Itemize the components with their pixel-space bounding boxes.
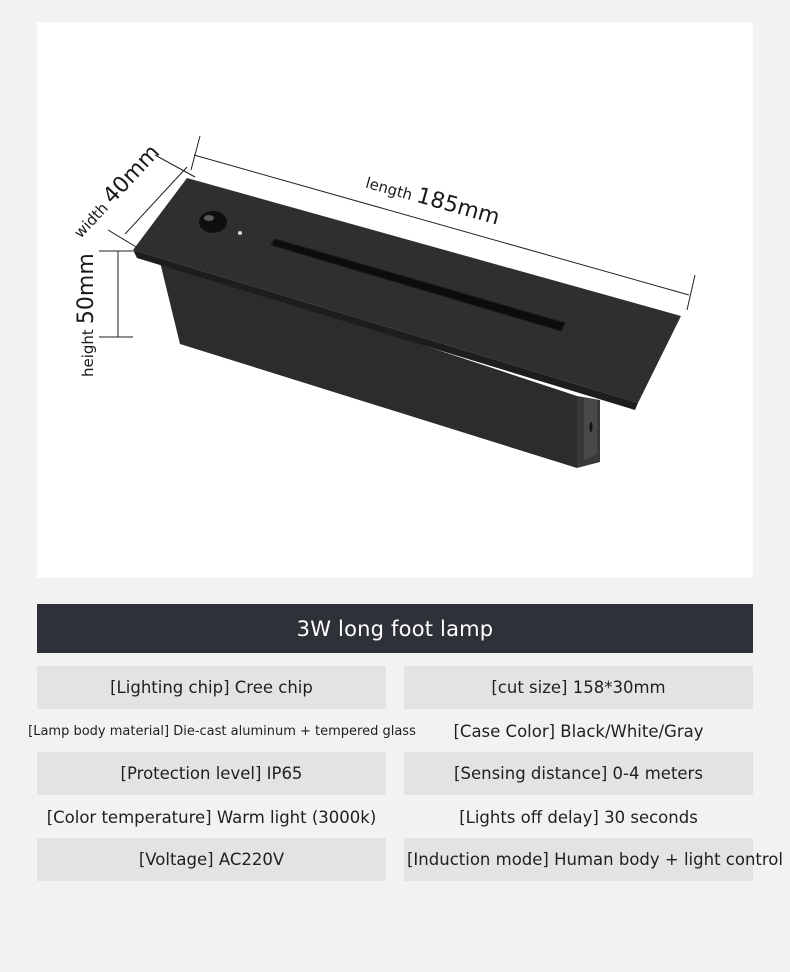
spec-text: [Lamp body material] Die-cast aluminum +… [28, 724, 416, 739]
spec-cut-size: [cut size] 158*30mm [404, 666, 753, 709]
spec-lights-off-delay: [Lights off delay] 30 seconds [404, 796, 753, 839]
spec-lighting-chip: [Lighting chip] Cree chip [37, 666, 386, 709]
spec-text: [Lights off delay] 30 seconds [459, 808, 698, 827]
spec-text: [Color temperature] Warm light (3000k) [46, 808, 377, 827]
spec-voltage: [Voltage] AC220V [37, 838, 386, 881]
spec-sensing-distance: [Sensing distance] 0-4 meters [404, 752, 753, 795]
spec-text: [Voltage] AC220V [138, 850, 285, 869]
product-photo: length 185mm width 40mm height 50mm [37, 22, 753, 578]
spec-text: [Induction mode] Human body + light cont… [407, 850, 783, 869]
spec-color-temperature: [Color temperature] Warm light (3000k) [37, 796, 386, 839]
height-label: height [79, 329, 97, 377]
height-value: 50mm [74, 253, 99, 325]
spec-lamp-body-material: [Lamp body material] Die-cast aluminum +… [16, 710, 428, 753]
lamp-illustration [99, 135, 696, 468]
spec-text: [cut size] 158*30mm [491, 678, 666, 697]
spec-protection-level: [Protection level] IP65 [37, 752, 386, 795]
height-dimension: height 50mm [74, 253, 99, 377]
spec-case-color: [Case Color] Black/White/Gray [404, 710, 753, 753]
spec-text: [Case Color] Black/White/Gray [453, 722, 704, 741]
spec-text: [Protection level] IP65 [120, 764, 303, 783]
spec-text: [Sensing distance] 0-4 meters [454, 764, 703, 783]
product-title-bar: 3W long foot lamp [37, 604, 753, 653]
spec-induction-mode: [Induction mode] Human body + light cont… [404, 838, 783, 881]
spec-text: [Lighting chip] Cree chip [110, 678, 313, 697]
product-title: 3W long foot lamp [296, 616, 494, 641]
